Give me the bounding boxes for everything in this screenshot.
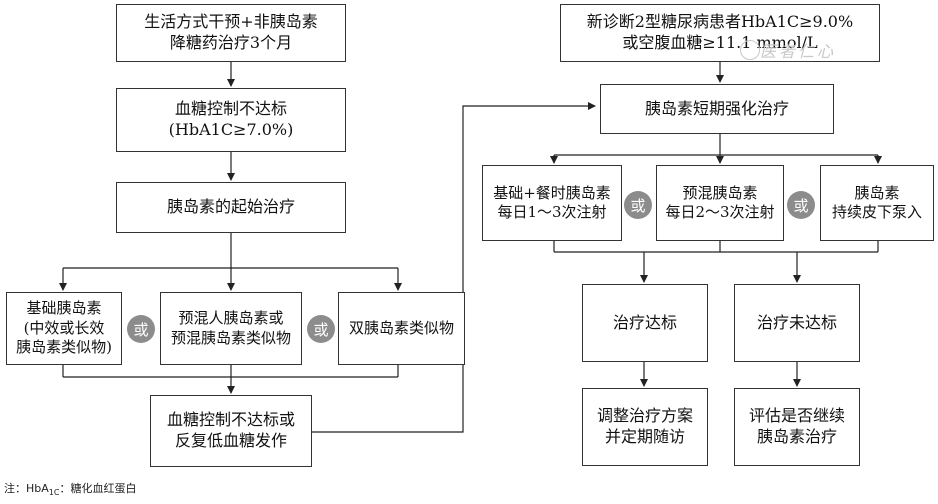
box-text-line: 并定期随访 xyxy=(604,427,685,446)
box-premixed-injection: 预混胰岛素 每日2～3次注射 xyxy=(656,165,784,241)
box-insulin-initiation: 胰岛素的起始治疗 xyxy=(116,182,346,233)
box-lifestyle-intervention: 生活方式干预+非胰岛素 降糖药治疗3个月 xyxy=(116,4,346,62)
box-text-line: 预混胰岛素类似物 xyxy=(170,328,291,347)
footnote-suffix: ：糖化血红蛋白 xyxy=(59,482,137,495)
or-badge: 或 xyxy=(624,191,652,219)
box-short-term-intensive: 胰岛素短期强化治疗 xyxy=(600,84,834,134)
box-text-line: 持续皮下泵入 xyxy=(831,203,922,221)
box-text-line: 治疗达标 xyxy=(612,312,677,332)
box-text-line: 新诊断2型糖尿病患者HbA1C≥9.0% xyxy=(586,12,854,32)
box-text-line: 每日1～3次注射 xyxy=(497,203,607,221)
or-text: 或 xyxy=(313,320,329,339)
box-text-line: 胰岛素的起始治疗 xyxy=(166,197,295,217)
box-glucose-uncontrolled: 血糖控制不达标 (HbA1C≥7.0%) xyxy=(116,88,346,152)
footnote-prefix: 注：HbA xyxy=(4,482,49,495)
box-target-not-reached: 治疗未达标 xyxy=(734,284,860,362)
box-text-line: 或空腹血糖≥11.1 mmol/L xyxy=(622,33,818,52)
box-premixed-insulin: 预混人胰岛素或 预混胰岛素类似物 xyxy=(160,292,302,365)
box-text-line: 反复低血糖发作 xyxy=(174,431,287,450)
watermark-seal-icon xyxy=(740,40,760,60)
box-text-line: 基础+餐时胰岛素 xyxy=(493,183,611,202)
or-badge: 或 xyxy=(307,315,335,343)
box-text-line: 基础胰岛素 xyxy=(26,299,102,318)
or-text: 或 xyxy=(133,320,149,339)
box-text-line: (中效或长效 xyxy=(23,318,105,337)
box-evaluate-continuation: 评估是否继续 胰岛素治疗 xyxy=(734,388,860,466)
box-text-line: (HbA1C≥7.0%) xyxy=(168,120,294,139)
box-text-line: 胰岛素类似物) xyxy=(16,338,112,357)
or-badge: 或 xyxy=(127,315,155,343)
or-text: 或 xyxy=(630,196,646,215)
watermark: 医者仁心 xyxy=(760,42,837,61)
box-text-line: 胰岛素 xyxy=(854,183,900,202)
box-dual-insulin-analog: 双胰岛素类似物 xyxy=(338,292,465,365)
or-text: 或 xyxy=(793,196,809,215)
box-text-line: 治疗未达标 xyxy=(756,312,837,332)
box-basal-bolus: 基础+餐时胰岛素 每日1～3次注射 xyxy=(482,165,622,241)
or-badge: 或 xyxy=(787,191,815,219)
box-text-line: 血糖控制不达标或 xyxy=(166,410,295,430)
box-newly-diagnosed: 新诊断2型糖尿病患者HbA1C≥9.0% 或空腹血糖≥11.1 mmol/L xyxy=(560,4,880,62)
box-text-line: 双胰岛素类似物 xyxy=(348,318,454,337)
box-text-line: 评估是否继续 xyxy=(748,406,845,426)
box-text-line: 生活方式干预+非胰岛素 xyxy=(144,12,318,32)
box-text-line: 胰岛素治疗 xyxy=(756,427,837,446)
footnote: 注：HbA1C：糖化血红蛋白 xyxy=(4,480,136,497)
box-text-line: 每日2～3次注射 xyxy=(665,203,775,221)
box-text-line: 预混人胰岛素或 xyxy=(178,309,284,327)
footnote-subscript: 1C xyxy=(48,488,60,498)
box-text-line: 胰岛素短期强化治疗 xyxy=(644,98,789,118)
box-failure-or-hypoglycemia: 血糖控制不达标或 反复低血糖发作 xyxy=(150,395,312,467)
box-text-line: 降糖药治疗3个月 xyxy=(169,33,293,52)
box-text-line: 调整治疗方案 xyxy=(596,406,693,426)
box-text-line: 血糖控制不达标 xyxy=(174,99,287,119)
box-text-line: 预混胰岛素 xyxy=(682,183,758,202)
box-adjust-and-followup: 调整治疗方案 并定期随访 xyxy=(582,388,708,466)
arrow-fail-to-short-term xyxy=(312,102,596,433)
box-basal-insulin: 基础胰岛素 (中效或长效 胰岛素类似物) xyxy=(6,292,122,365)
box-insulin-pump: 胰岛素 持续皮下泵入 xyxy=(820,165,934,241)
box-target-reached: 治疗达标 xyxy=(582,284,708,362)
